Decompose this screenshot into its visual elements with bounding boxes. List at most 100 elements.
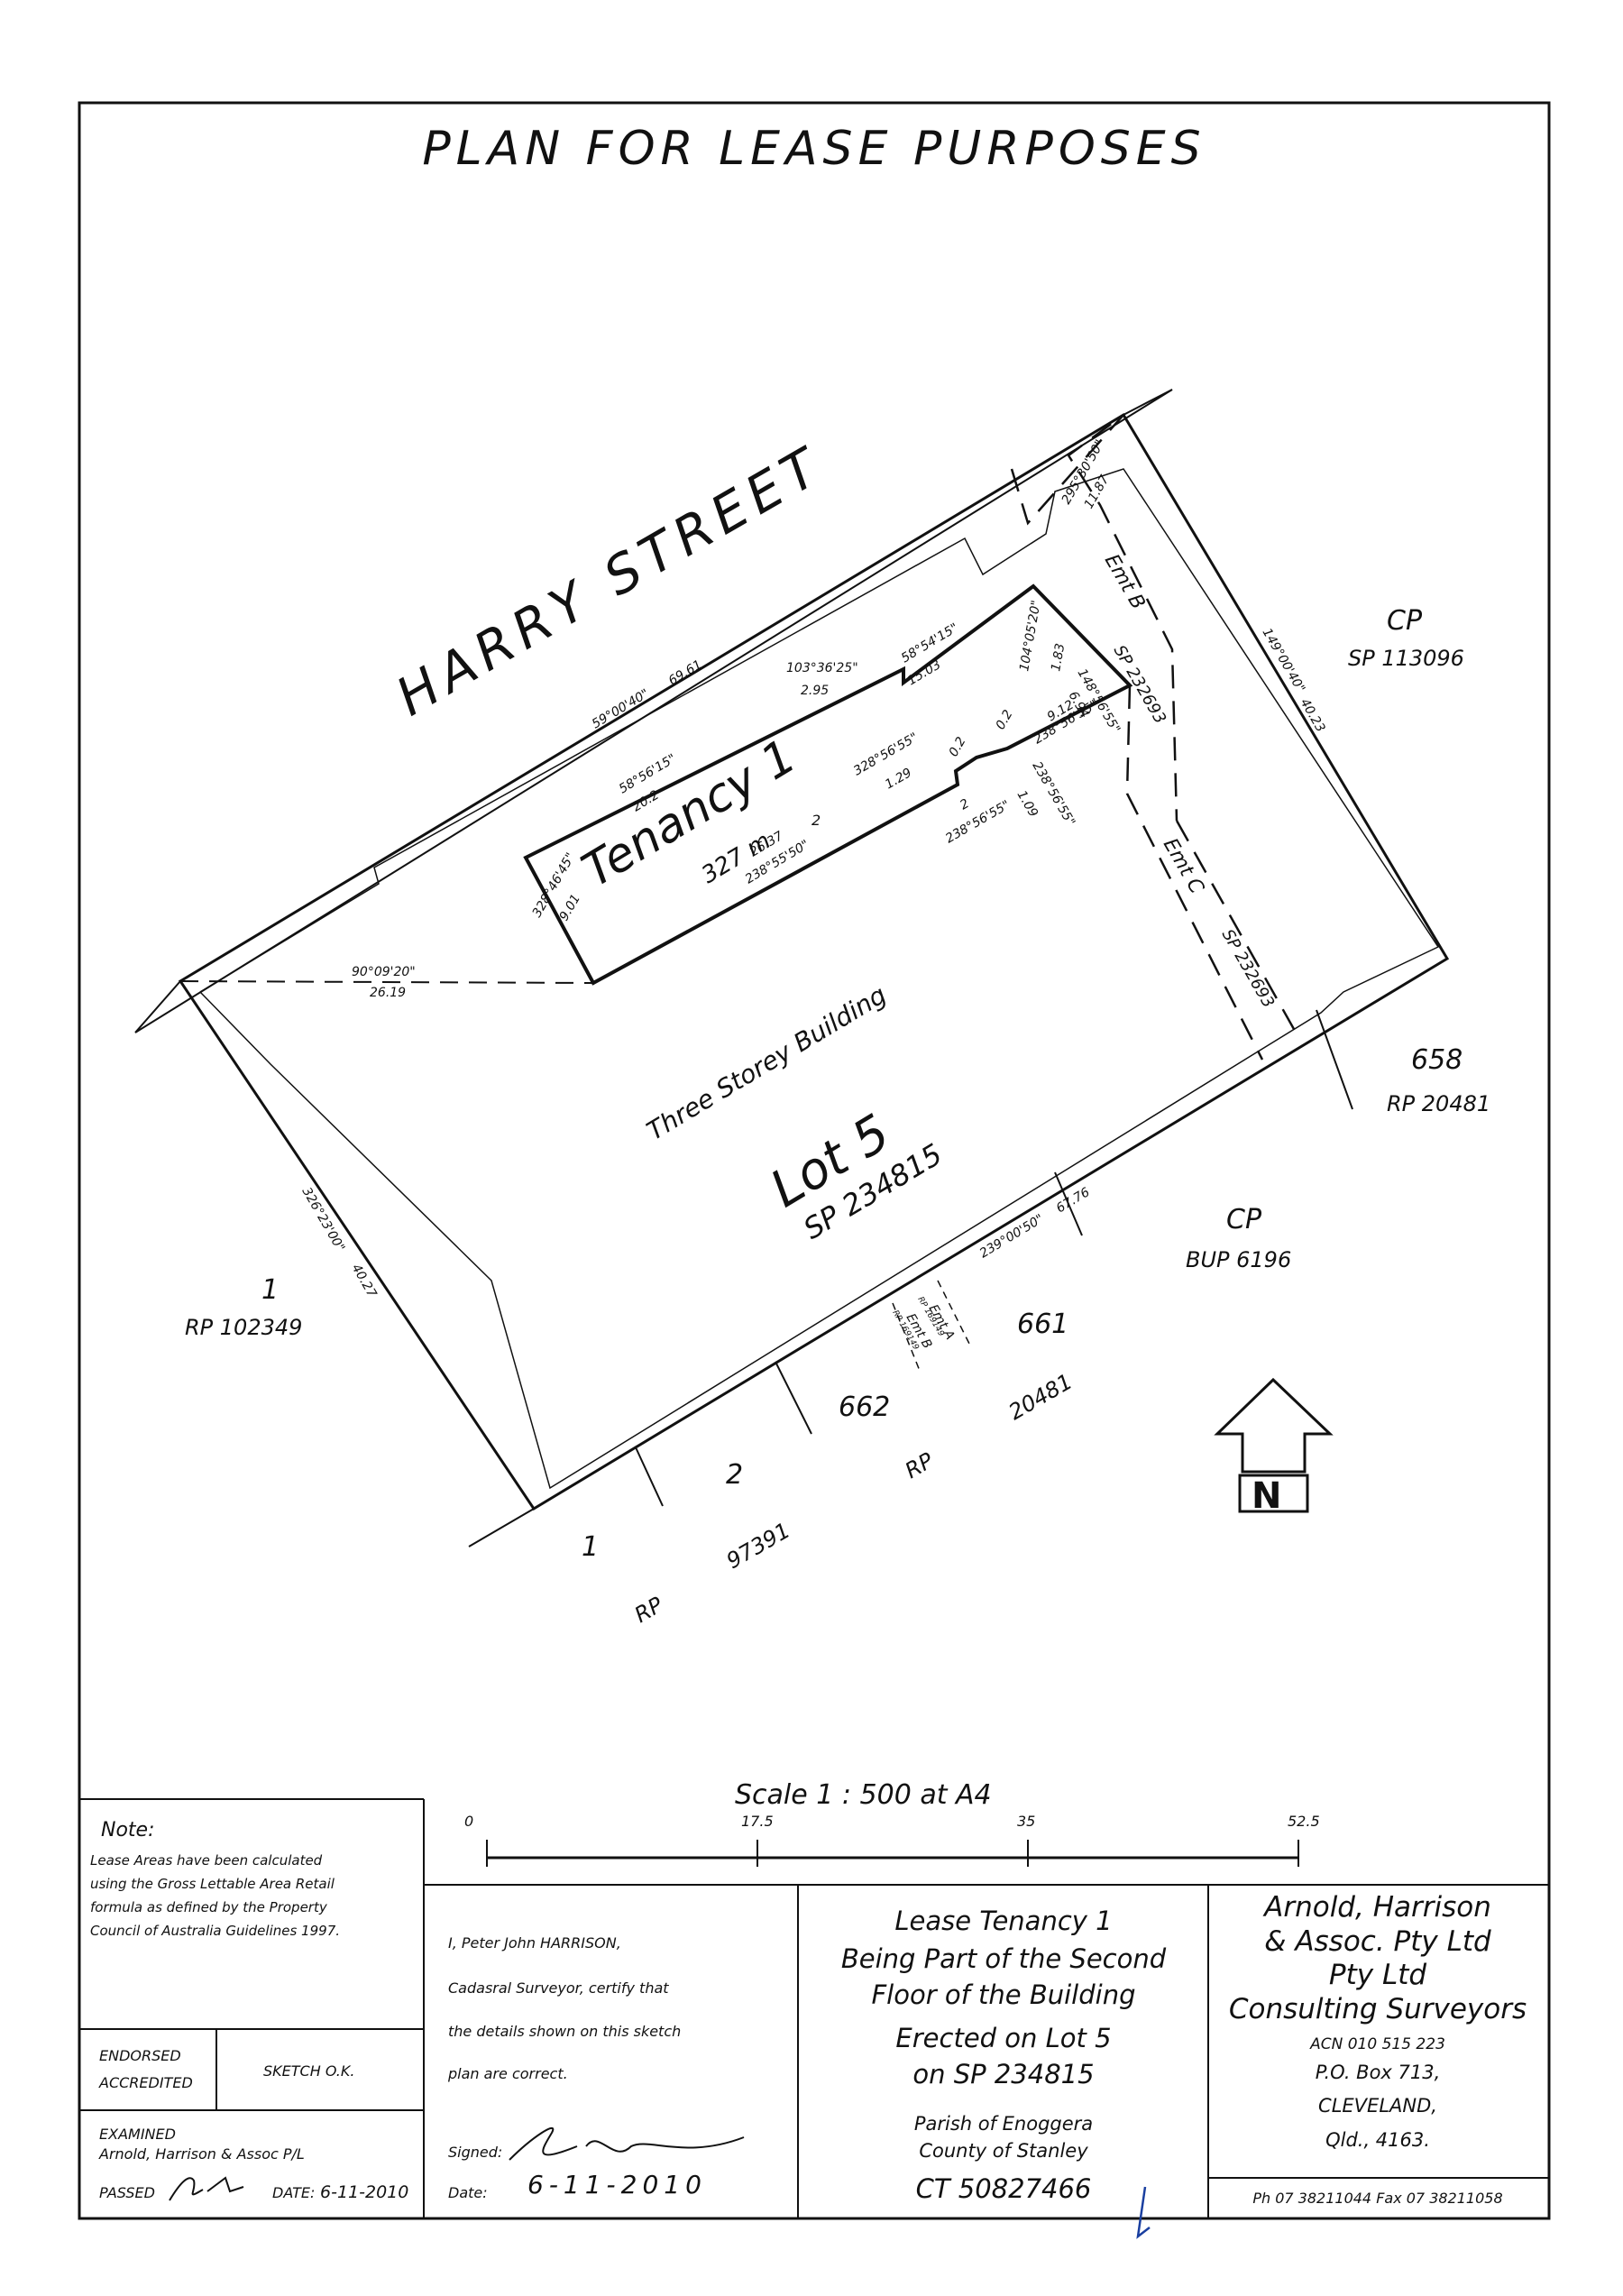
surveyor-signature — [509, 2126, 745, 2161]
lot-1-west-plan: RP 102349 — [185, 1315, 302, 1340]
description-line-1: Lease Tenancy 1 — [894, 1906, 1112, 1936]
cp-ne-label: CP — [1387, 605, 1423, 637]
examined-label: EXAMINED — [99, 2126, 176, 2143]
distance-3: 2.95 — [801, 684, 829, 698]
county-label: County of Stanley — [919, 2140, 1088, 2162]
note-line-1: Lease Areas have been calculated — [90, 1852, 323, 1869]
lot-5-boundary — [178, 412, 1450, 1511]
emt-b-label: Emt B — [1100, 551, 1150, 614]
note-heading: Note: — [101, 1819, 155, 1841]
distance-9: 2 — [958, 796, 972, 813]
passed-label: PASSED — [99, 2184, 155, 2201]
distance-14: 1.83 — [1049, 642, 1068, 672]
accredited-label: ACCREDITED — [98, 2074, 193, 2091]
boundary-ne-end — [1123, 389, 1173, 416]
certificate-line-2: Cadasral Surveyor, certify that — [448, 1979, 669, 1997]
firm-city: CLEVELAND, — [1318, 2095, 1437, 2117]
distance-19: 40.27 — [349, 1262, 380, 1300]
lot-661: 661 — [1017, 1309, 1068, 1340]
scale-tick-1: 17.5 — [741, 1813, 774, 1830]
tenancy-1-outline — [523, 583, 1133, 986]
boundary-rp-south — [468, 1508, 535, 1548]
distance-8: 1.29 — [883, 766, 914, 792]
rp-label-b: RP — [630, 1592, 667, 1628]
scale-label: Scale 1 : 500 at A4 — [735, 1779, 992, 1811]
scale-tick-2: 35 — [1017, 1813, 1035, 1830]
distance-12: 1.09 — [1014, 788, 1041, 820]
offset-1: 0.2 — [947, 735, 969, 759]
boundary-662 — [775, 1361, 812, 1435]
distance-6: 26.19 — [370, 986, 406, 1000]
street-name: HARRY STREET — [386, 434, 834, 728]
emt-c-label: Emt C — [1159, 835, 1208, 898]
north-arrow-icon: N — [1214, 1377, 1334, 1517]
description-line-4: Erected on Lot 5 — [895, 2023, 1111, 2053]
distance-5: 9.01 — [557, 892, 583, 923]
tenancy-area-sup: 2 — [812, 812, 821, 829]
bearing-4: 58°54'15" — [899, 620, 961, 666]
lot-1-west: 1 — [261, 1274, 279, 1306]
lot-658-plan: RP 20481 — [1387, 1091, 1490, 1116]
plan-title: PLAN FOR LEASE PURPOSES — [422, 122, 1206, 176]
rp-20481: 20481 — [1004, 1369, 1077, 1425]
bearing-1: 59°00'40" — [590, 686, 652, 731]
bearing-12: 238°56'55" — [1030, 759, 1078, 829]
boundary-2 — [635, 1446, 664, 1507]
offset-2: 0.2 — [994, 708, 1016, 732]
note-line-4: Council of Australia Guidelines 1997. — [90, 1923, 340, 1939]
firm-state: Qld., 4163. — [1325, 2129, 1430, 2151]
examined-firm: Arnold, Harrison & Assoc P/L — [98, 2145, 305, 2163]
pen-mark — [1136, 2186, 1151, 2239]
bearing-9: 238°56'55" — [943, 798, 1013, 847]
lot-1-south: 1 — [582, 1531, 599, 1563]
rp-97391: 97391 — [722, 1518, 794, 1574]
bearing-14: 104°05'20" — [1017, 599, 1044, 672]
examined-date-label: DATE: — [272, 2184, 315, 2201]
note-line-3: formula as defined by the Property — [90, 1899, 328, 1915]
description-line-3: Floor of the Building — [872, 1979, 1136, 2010]
distance-18: 67.76 — [1054, 1185, 1093, 1216]
scale-tick-0: 0 — [464, 1813, 473, 1830]
lot-658: 658 — [1411, 1044, 1463, 1076]
tenancy-tie-line — [179, 980, 594, 984]
building-outline — [199, 468, 1440, 1490]
passed-initials-signature — [169, 2176, 244, 2201]
bearing-3: 103°36'25" — [786, 661, 858, 675]
firm-line-3: Pty Ltd — [1329, 1959, 1426, 1991]
signed-label: Signed: — [448, 2144, 502, 2161]
north-letter: N — [1252, 1475, 1281, 1517]
tenancy-area: 327 m — [697, 827, 775, 889]
firm-phone: Ph 07 38211044 Fax 07 38211058 — [1252, 2190, 1502, 2207]
boundary-661 — [1054, 1171, 1083, 1236]
scale-tick-3: 52.5 — [1288, 1813, 1320, 1830]
easement-b-outline — [1010, 413, 1178, 822]
firm-line-4: Consulting Surveyors — [1229, 1993, 1527, 2025]
boundary-658 — [1316, 1009, 1353, 1110]
lot-2: 2 — [726, 1459, 743, 1491]
emt-b-plan: SP 232693 — [1110, 642, 1170, 727]
certificate-line-1: I, Peter John HARRISON, — [448, 1934, 621, 1952]
firm-line-1: Arnold, Harrison — [1262, 1891, 1491, 1924]
parish-label: Parish of Enoggera — [914, 2113, 1093, 2135]
ct-label: CT 50827466 — [916, 2173, 1092, 2204]
note-line-2: using the Gross Lettable Area Retail — [90, 1876, 335, 1892]
bearing-2: 58°56'15" — [617, 751, 679, 796]
certificate-line-4: plan are correct. — [447, 2065, 568, 2082]
sheet-border — [78, 101, 1551, 2220]
endorsed-label: ENDORSED — [99, 2047, 181, 2064]
cert-date-value: 6-11-2010 — [527, 2170, 707, 2200]
easement-c-outline — [1125, 684, 1264, 1061]
emt-c-plan: SP 232693 — [1218, 926, 1279, 1011]
description-line-5: on SP 234815 — [912, 2059, 1094, 2089]
description-line-2: Being Part of the Second — [841, 1943, 1167, 1974]
firm-acn: ACN 010 515 223 — [1309, 2035, 1445, 2053]
cp-se-plan: BUP 6196 — [1186, 1247, 1291, 1272]
cert-date-label: Date: — [448, 2184, 488, 2201]
boundary-street-end — [134, 980, 181, 1033]
rp-label-a: RP — [901, 1447, 938, 1483]
examined-date-value: 6-11-2010 — [320, 2182, 408, 2202]
cp-ne-plan: SP 113096 — [1348, 646, 1464, 671]
certificate-line-3: the details shown on this sketch — [448, 2023, 681, 2040]
firm-line-2: & Assoc. Pty Ltd — [1264, 1925, 1491, 1958]
bearing-6: 90°09'20" — [352, 965, 416, 979]
